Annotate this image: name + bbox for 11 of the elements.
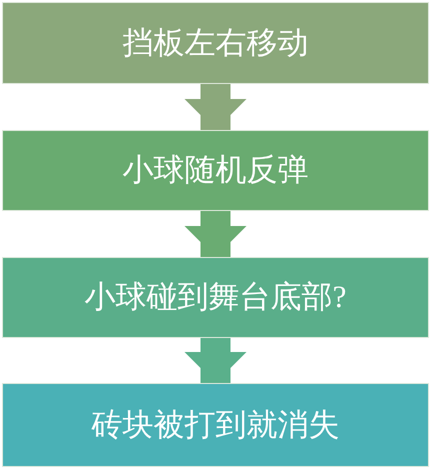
process-box — [2, 383, 429, 467]
step-text: 砖块被打到就消失 — [92, 408, 340, 442]
step-text: 挡板左右移动 — [122, 26, 308, 60]
process-box — [2, 2, 429, 84]
down-arrow — [184, 338, 246, 383]
step-text: 小球碰到舞台底部? — [84, 280, 346, 315]
process-box — [2, 257, 429, 338]
process-box — [2, 130, 429, 211]
down-arrow — [184, 84, 246, 130]
down-arrow — [184, 211, 246, 257]
step-text: 小球随机反弹 — [122, 153, 308, 188]
